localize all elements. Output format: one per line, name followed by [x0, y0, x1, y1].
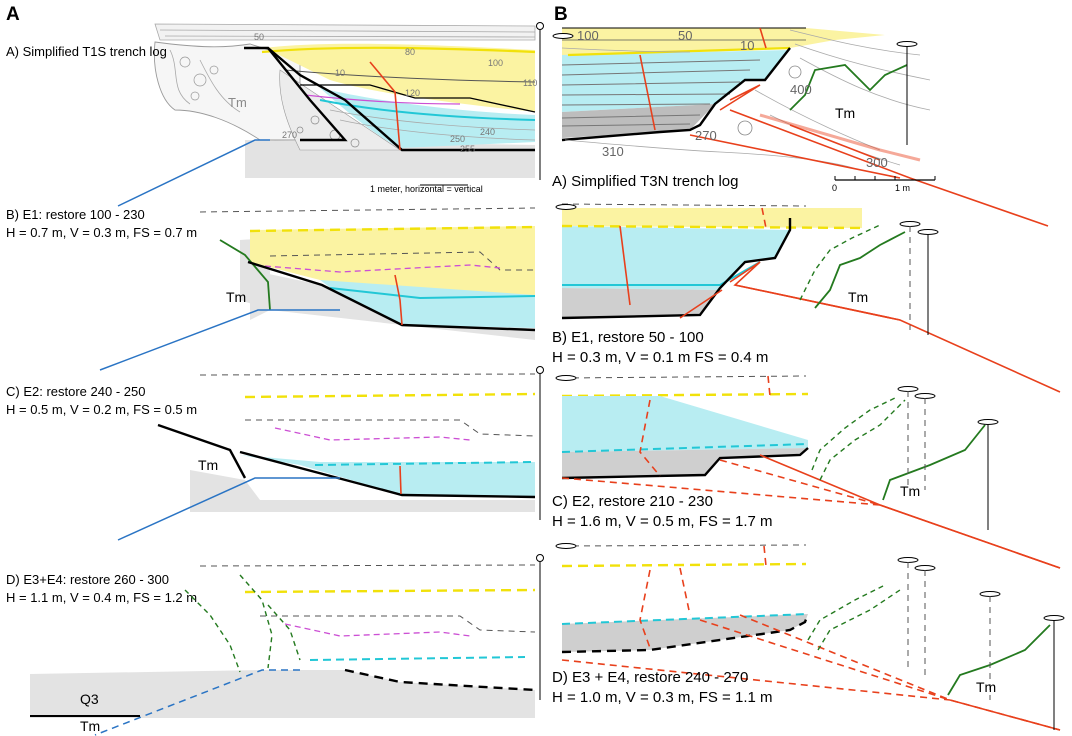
a-num-250: 250	[450, 134, 465, 144]
a-e3e4-params: H = 1.1 m, V = 0.4 m, FS = 1.2 m	[6, 590, 197, 605]
b-e2-params: H = 1.6 m, V = 0.5 m, FS = 1.7 m	[552, 513, 773, 530]
b-e3e4-caption: D) E3 + E4, restore 240 - 270	[552, 669, 748, 686]
a-e2-tm-label: Tm	[198, 457, 218, 473]
b-e2-caption: C) E2, restore 210 - 230	[552, 493, 713, 510]
b-e1-tm-label: Tm	[848, 289, 868, 305]
a-num-255: 255	[460, 144, 475, 154]
a-e2-caption: C) E2: restore 240 - 250	[6, 384, 145, 399]
b-num-50: 50	[678, 28, 692, 43]
b-e2-tm-label: Tm	[900, 483, 920, 499]
panel-letter-a: A	[6, 4, 20, 25]
b-scale-zero: 0	[832, 183, 837, 193]
b-e1-caption: B) E1, restore 50 - 100	[552, 329, 704, 346]
a-e1-tm-label: Tm	[226, 289, 246, 305]
a-e2-params: H = 0.5 m, V = 0.2 m, FS = 0.5 m	[6, 402, 197, 417]
a-panel-e2: C) E2: restore 240 - 250 H = 0.5 m, V = …	[6, 366, 544, 541]
column-a: A Tm	[6, 4, 544, 736]
b-num-300: 300	[866, 155, 888, 170]
b-num-100: 100	[577, 28, 599, 43]
a-panel-e3-e4: D) E3+E4: restore 260 - 300 H = 1.1 m, V…	[6, 554, 544, 736]
b-e3e4-params: H = 1.0 m, V = 0.3 m, FS = 1.1 m	[552, 689, 773, 706]
a-e3e4-caption: D) E3+E4: restore 260 - 300	[6, 572, 169, 587]
a-num-10: 10	[335, 68, 345, 78]
a-num-50: 50	[254, 32, 264, 42]
b-trench-title: A) Simplified T3N trench log	[552, 173, 738, 190]
b-num-10: 10	[740, 38, 754, 53]
a-e3e4-q3-label: Q3	[80, 691, 99, 707]
a-e3e4-tm-label: Tm	[80, 718, 100, 734]
b-panel-e2: Tm C) E2, restore 210 - 230 H = 1.6 m, V…	[552, 375, 1061, 569]
a-e1-params: H = 0.7 m, V = 0.3 m, FS = 0.7 m	[6, 225, 197, 240]
a-num-240: 240	[480, 127, 495, 137]
a-num-80: 80	[405, 47, 415, 57]
b-panel-e1: Tm B) E1, restore 50 - 100 H = 0.3 m, V …	[552, 203, 1061, 393]
a-num-270: 270	[282, 130, 297, 140]
b-num-310: 310	[602, 144, 624, 159]
b-num-400: 400	[790, 82, 812, 97]
b-trench-log: Tm 100 50 10 400 270 310 300 A) Simplifi…	[552, 27, 1049, 227]
a-e1-caption: B) E1: restore 100 - 230	[6, 207, 145, 222]
b-e3e4-tm-label: Tm	[976, 679, 996, 695]
b-num-270: 270	[695, 128, 717, 143]
a-num-120: 120	[405, 88, 420, 98]
a-num-100: 100	[488, 58, 503, 68]
b-e1-params: H = 0.3 m, V = 0.1 m FS = 0.4 m	[552, 349, 768, 366]
a-scale-text: 1 meter, horizontal = vertical	[370, 184, 483, 194]
a-num-110: 110	[523, 78, 537, 88]
b-scale-one: 1 m	[895, 183, 910, 193]
b-panel-e3-e4: Tm D) E3 + E4, restore 240 - 270 H = 1.0…	[552, 543, 1065, 731]
a-trench-log: Tm	[6, 22, 544, 207]
a-panel-e1: B) E1: restore 100 - 230 H = 0.7 m, V = …	[6, 207, 536, 371]
a-trench-title: A) Simplified T1S trench log	[6, 44, 167, 59]
panel-letter-b: B	[554, 4, 568, 25]
b-tm-label: Tm	[835, 105, 855, 121]
column-b: B	[552, 4, 1065, 731]
a-unit-tm-label: Tm	[228, 95, 247, 110]
